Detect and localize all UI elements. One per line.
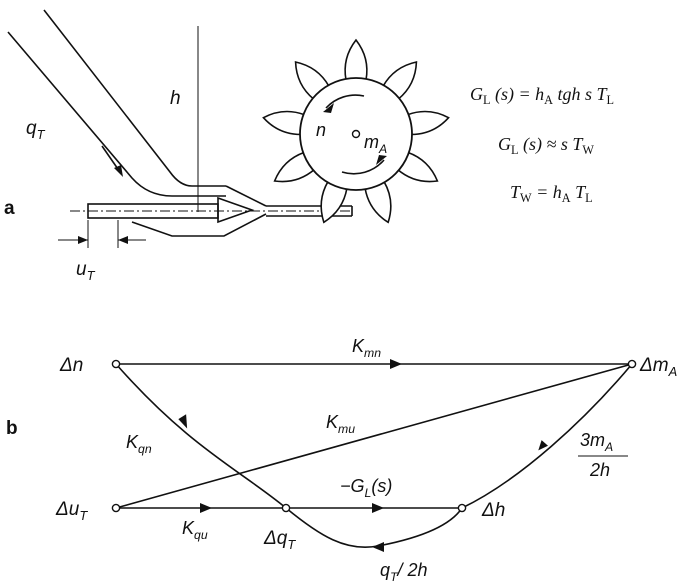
label-n: n <box>316 120 326 140</box>
panel-b-signal-flow-graph: Δn ΔmA ΔuT ΔqT Δh Kmn Kqn Kmu Kqu −GL(s)… <box>6 336 677 584</box>
nozzle-lower-wall <box>131 213 267 237</box>
label-delta-q-t: ΔqT <box>263 528 296 552</box>
gain-kqn: Kqn <box>126 432 152 456</box>
panel-a-sketch: h qT uT n mA a <box>4 9 450 283</box>
rotation-arrow-lower-head <box>376 155 387 165</box>
gain-kmu: Kmu <box>326 412 355 436</box>
nozzle-upper-cone <box>225 185 267 207</box>
edge-3m-2h-arrow <box>538 440 548 451</box>
gain-3m-2h: 3mA 2h <box>578 430 628 480</box>
equation-tw: TW = hA TL <box>510 182 593 205</box>
label-u-t: uT <box>76 259 96 283</box>
equation-gl-approx: GL (s) ≈ s TW <box>498 134 594 157</box>
gain-3m-numerator: 3mA <box>580 430 613 454</box>
gain-kmn: Kmn <box>352 336 381 360</box>
needle-cone <box>217 196 255 224</box>
edge-gl-arrow <box>372 503 384 513</box>
pelton-wheel <box>262 38 450 224</box>
label-h: h <box>170 88 181 109</box>
node-du <box>111 503 121 513</box>
label-delta-n: Δn <box>59 355 83 376</box>
u-dim-arrow-left <box>78 236 88 244</box>
edge-3m-2h <box>461 363 633 509</box>
gain-kqu: Kqu <box>182 518 208 542</box>
label-q-t: qT <box>26 118 46 142</box>
gain-q-t-over-2h: qT/ 2h <box>380 560 428 584</box>
label-delta-u-t: ΔuT <box>55 499 88 523</box>
wheel-hub <box>351 129 361 139</box>
rotation-arrow-upper-head <box>323 103 334 113</box>
edge-kqu-arrow <box>200 503 212 513</box>
label-delta-h: Δh <box>481 500 505 521</box>
penstock-inner-wall <box>43 9 226 187</box>
flow-arrow-head <box>114 165 123 177</box>
node-dh <box>457 503 467 513</box>
edge-kmn-arrow <box>390 359 402 369</box>
label-m-a: mA <box>364 132 387 156</box>
node-dq <box>281 503 291 513</box>
gain-3m-denominator: 2h <box>589 460 610 480</box>
rotation-arrow-lower <box>341 159 385 175</box>
edge-kqn <box>115 363 463 548</box>
label-delta-m-a: ΔmA <box>639 355 677 379</box>
penstock-outer-wall <box>7 31 226 197</box>
u-dim-arrow-right <box>118 236 128 244</box>
panel-label-b: b <box>6 418 18 439</box>
rotation-arrow-upper <box>325 94 365 109</box>
equations: GL (s) = hA tgh s TL GL (s) ≈ s TW TW = … <box>470 84 614 205</box>
edge-kqn-arrow <box>178 414 188 429</box>
equation-gl-exact: GL (s) = hA tgh s TL <box>470 84 614 107</box>
node-dm <box>627 359 637 369</box>
edge-feedback-arrow <box>372 542 384 552</box>
node-dn <box>111 359 121 369</box>
edge-kmu <box>115 363 633 509</box>
panel-label-a: a <box>4 198 15 219</box>
gain-gl: −GL(s) <box>340 476 392 500</box>
